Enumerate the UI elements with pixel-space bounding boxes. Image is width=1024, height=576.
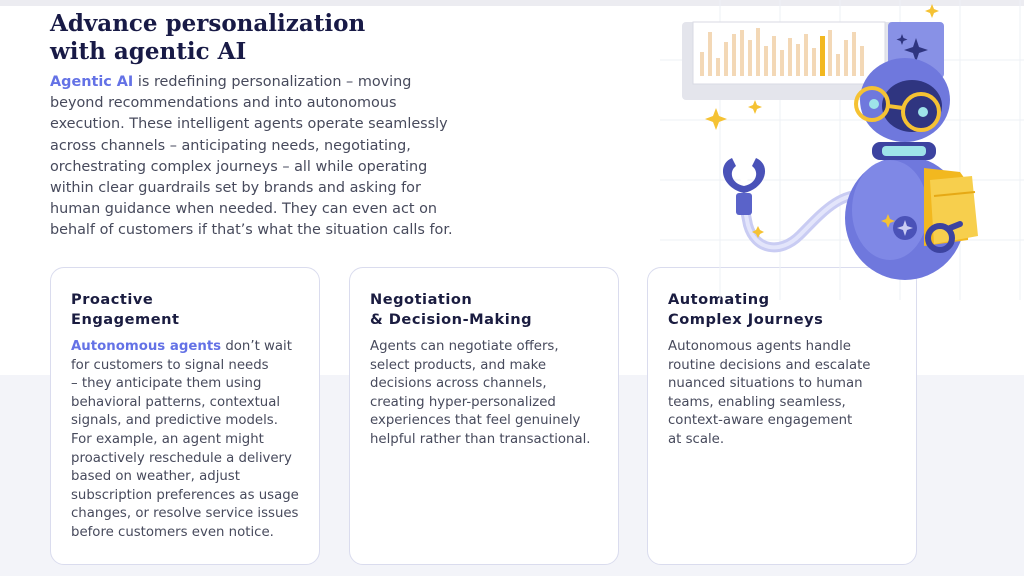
card-body-line: routine decisions and escalate bbox=[668, 357, 871, 373]
card-body: Autonomous agents handle routine decisio… bbox=[668, 338, 871, 450]
intro-line: behalf of customers if that’s what the s… bbox=[50, 222, 453, 239]
intro-line-1-text: is redefining personalization – moving bbox=[133, 74, 412, 90]
card-title-line-1: Automating bbox=[668, 291, 770, 308]
card-title-line-2: & Decision-Making bbox=[370, 311, 533, 328]
top-strip bbox=[0, 0, 1024, 6]
card-body-line: Autonomous agents handle bbox=[668, 339, 851, 354]
card-body-line: select products, and make bbox=[370, 357, 547, 373]
intro-line: human guidance when needed. They can eve… bbox=[50, 201, 438, 218]
card-negotiation: Negotiation & Decision-Making Agents can… bbox=[349, 267, 619, 565]
card-title: Proactive Engagement bbox=[71, 290, 179, 330]
claw-hand-icon bbox=[722, 158, 766, 215]
card-title-line-1: Proactive bbox=[71, 291, 154, 308]
intro-line: orchestrating complex journeys – all whi… bbox=[50, 158, 428, 175]
intro-highlight: Agentic AI bbox=[50, 74, 134, 90]
card-title-line-1: Negotiation bbox=[370, 291, 473, 308]
card-body-line-1: Autonomous agents don’t wait bbox=[71, 338, 299, 357]
card-title-line-2: Engagement bbox=[71, 311, 180, 328]
card-proactive-engagement: Proactive Engagement Autonomous agents d… bbox=[50, 267, 320, 565]
card-automating-journeys: Automating Complex Journeys Autonomous a… bbox=[647, 267, 917, 565]
card-title: Negotiation & Decision-Making bbox=[370, 290, 532, 330]
card-body-line: decisions across channels, bbox=[370, 376, 547, 392]
intro-line: beyond recommendations and into autonomo… bbox=[50, 95, 397, 112]
page-title: Advance personalization with agentic AI bbox=[50, 10, 365, 66]
intro-line: across channels – anticipating needs, ne… bbox=[50, 137, 411, 154]
card-body-line: experiences that feel genuinely bbox=[370, 413, 581, 429]
robot-mascot-icon bbox=[660, 0, 1024, 300]
card-body-line: changes, or resolve service issues bbox=[71, 506, 299, 522]
card-title: Automating Complex Journeys bbox=[668, 290, 823, 330]
bar-chart-icon bbox=[682, 21, 944, 100]
card-highlight: Autonomous agents bbox=[71, 339, 222, 354]
card-body-line: subscription preferences as usage bbox=[71, 487, 299, 503]
card-body-line: context-aware engagement bbox=[668, 413, 853, 429]
card-body-line: proactively reschedule a delivery bbox=[71, 450, 292, 466]
card-body-line: behavioral patterns, contextual bbox=[71, 394, 281, 410]
card-body-line: before customers even notice. bbox=[71, 524, 274, 540]
robot-hand bbox=[925, 221, 963, 253]
intro-line-1: Agentic AI is redefining personalization… bbox=[50, 72, 480, 93]
card-body-line: – they anticipate them using bbox=[71, 376, 262, 392]
card-body-line: for customers to signal needs bbox=[71, 357, 269, 373]
card-body-line: at scale. bbox=[668, 431, 725, 447]
intro-line: within clear guardrails set by brands an… bbox=[50, 180, 421, 197]
card-body-line: nuanced situations to human bbox=[668, 376, 863, 392]
card-title-line-2: Complex Journeys bbox=[668, 311, 824, 328]
intro-line: execution. These intelligent agents oper… bbox=[50, 116, 448, 133]
card-body: Agents can negotiate offers, select prod… bbox=[370, 338, 591, 450]
card-body-line: teams, enabling seamless, bbox=[668, 394, 846, 410]
page-title-line-1: Advance personalization bbox=[50, 10, 366, 37]
card-body-line: based on weather, adjust bbox=[71, 469, 240, 485]
sparkle-icon bbox=[705, 4, 939, 238]
card-body-line: For example, an agent might bbox=[71, 431, 264, 447]
glasses-icon bbox=[854, 86, 941, 132]
intro-paragraph: Agentic AI is redefining personalization… bbox=[50, 72, 480, 242]
card-body-line-1-text: don’t wait bbox=[221, 339, 292, 354]
card-body-line: creating hyper-personalized bbox=[370, 394, 556, 410]
page-title-line-2: with agentic AI bbox=[50, 38, 247, 65]
card-body: Autonomous agents don’t wait for custome… bbox=[71, 338, 299, 543]
card-body-line: signals, and predictive models. bbox=[71, 413, 278, 429]
card-body-line: Agents can negotiate offers, bbox=[370, 339, 559, 354]
card-body-line: helpful rather than transactional. bbox=[370, 431, 591, 447]
